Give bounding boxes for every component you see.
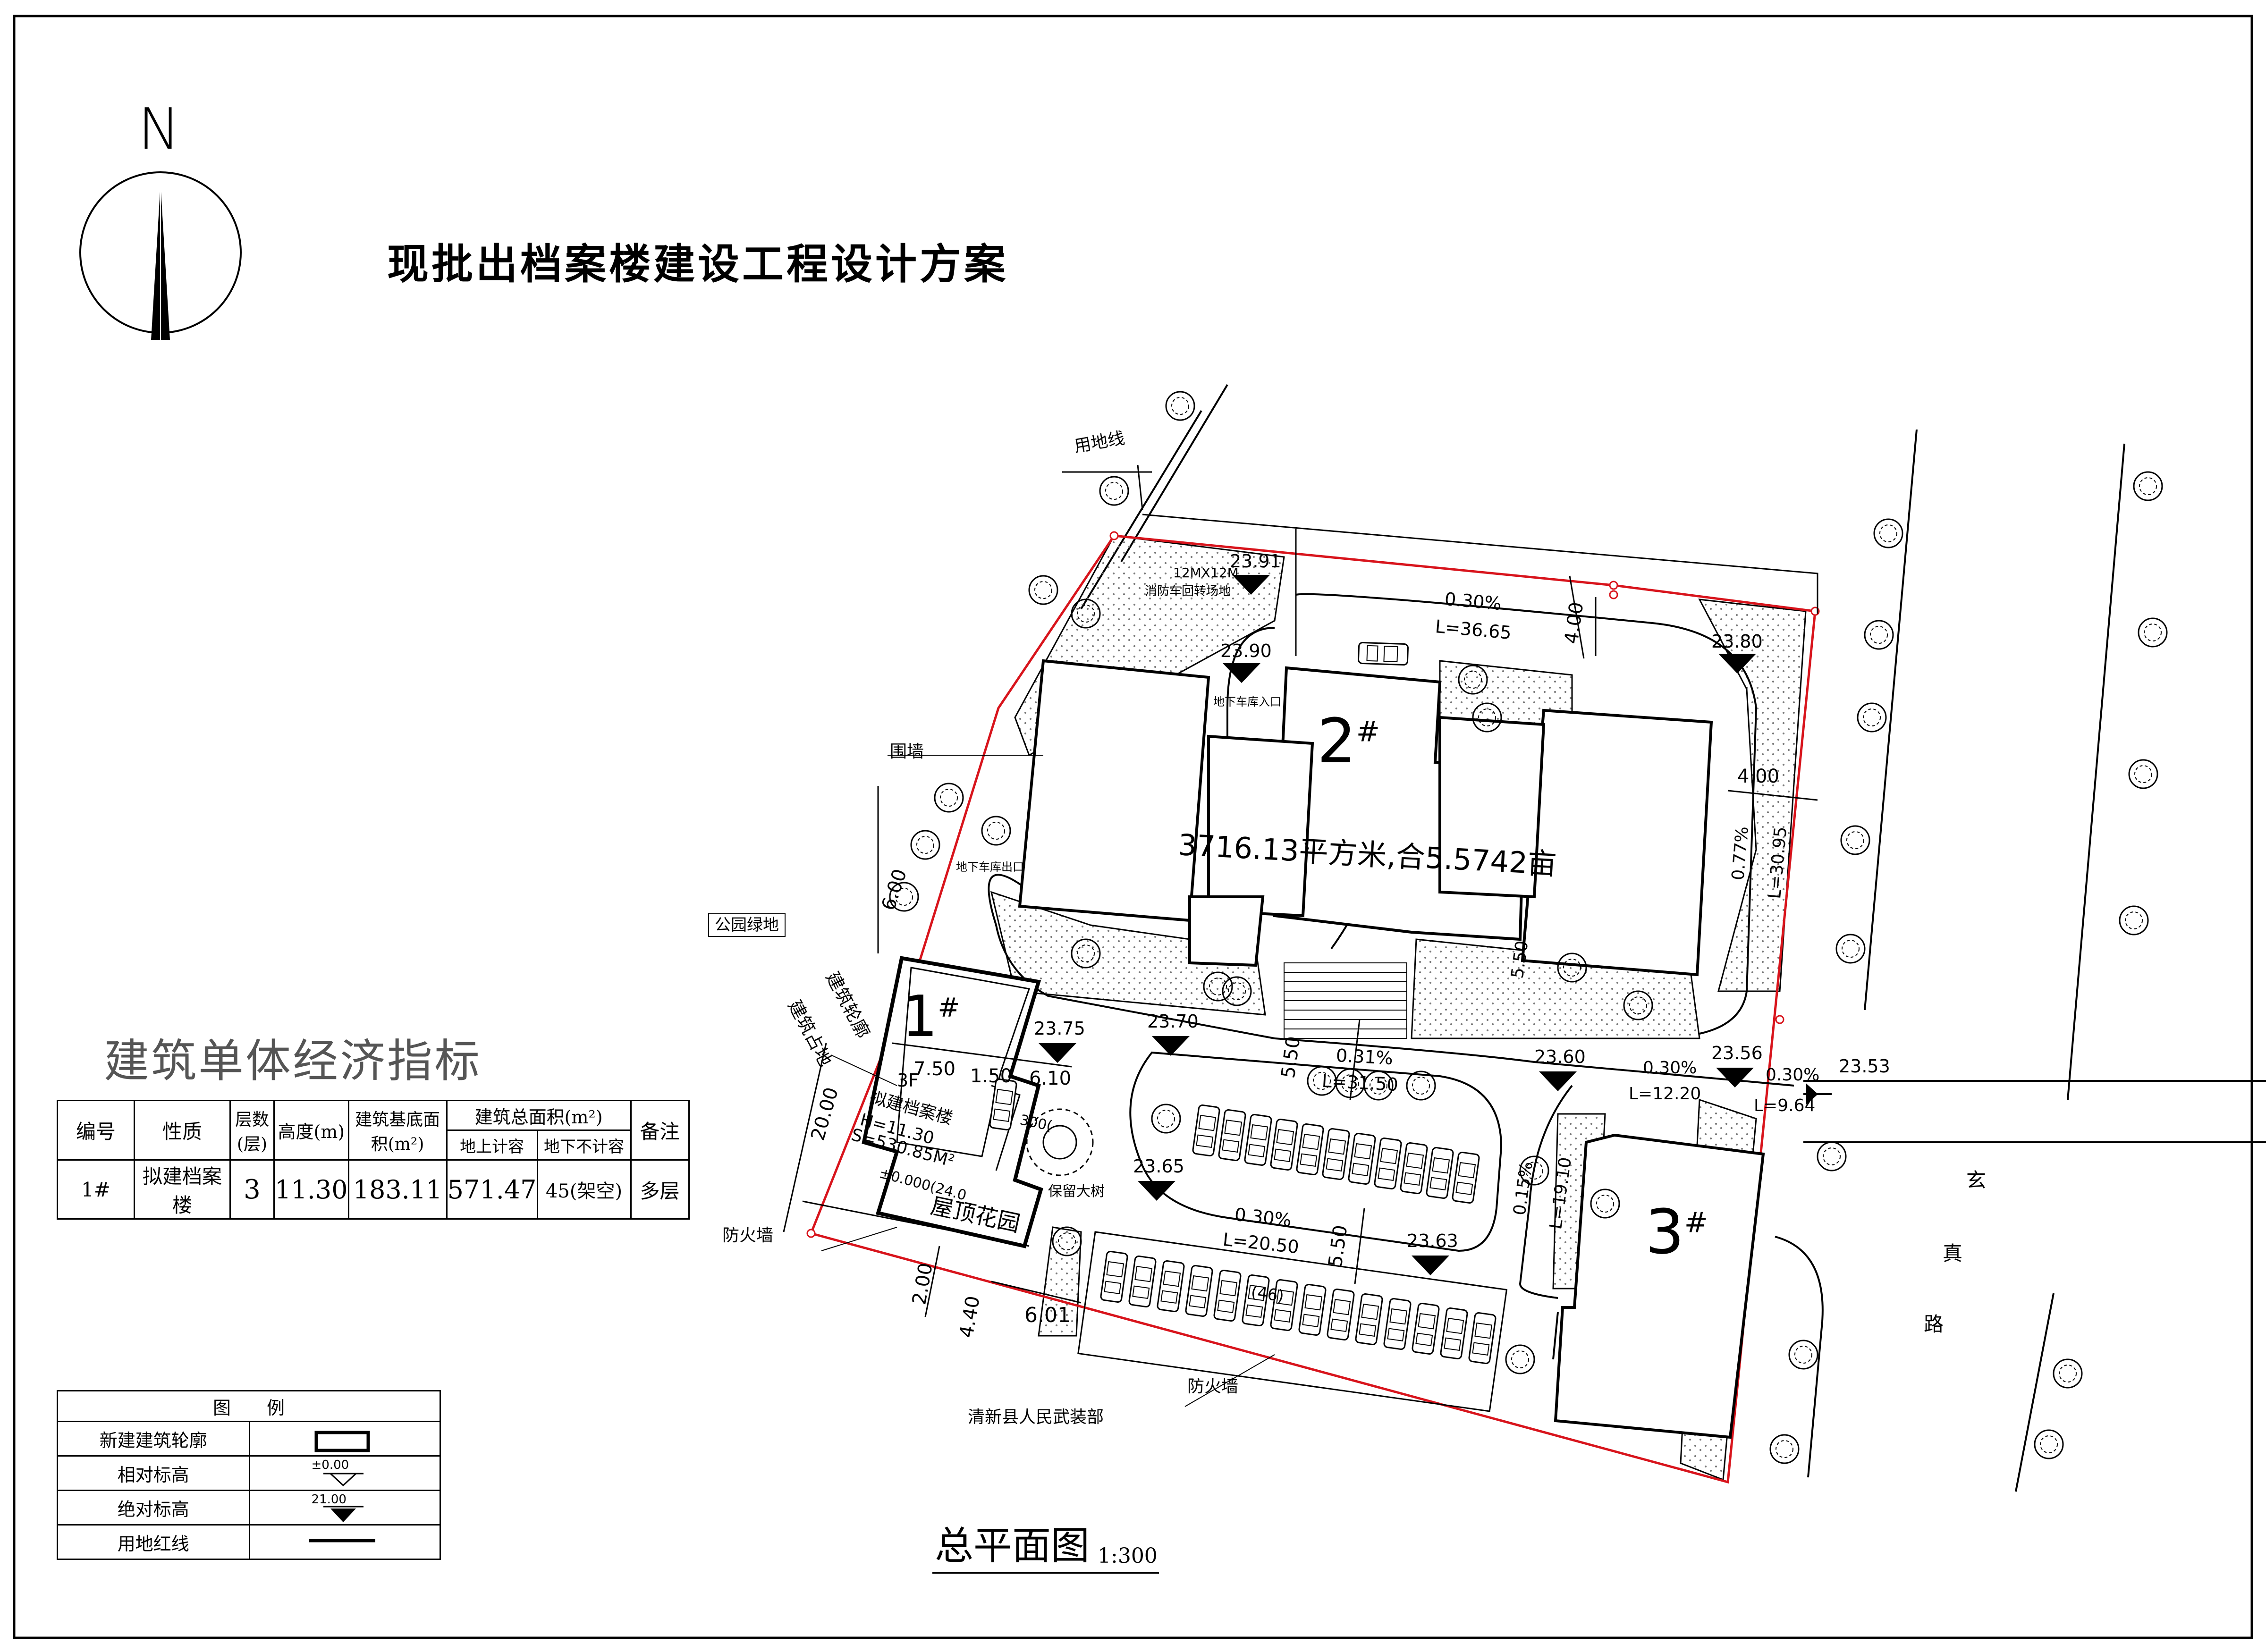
econ-cell-height: 11.30 bbox=[273, 1159, 349, 1220]
legend-cell-outline bbox=[248, 1421, 441, 1457]
dim-400b: 4.00 bbox=[1737, 766, 1780, 787]
elevation-10: 23.65 bbox=[1133, 1156, 1184, 1177]
econ-cell-remark: 多层 bbox=[630, 1159, 690, 1220]
slope-3-length: L=31.50 bbox=[1321, 1070, 1399, 1096]
econ-header-below: 地下不计容 bbox=[536, 1129, 632, 1161]
firewall-label-1: 防火墙 bbox=[722, 1226, 774, 1245]
econ-header-floors: 层数(层) bbox=[229, 1100, 275, 1161]
fence-label: 围墙 bbox=[890, 742, 924, 761]
building-3 bbox=[1554, 1133, 1765, 1439]
legend-title: 图 例 bbox=[57, 1390, 441, 1422]
dim-550b: 5.50 bbox=[1324, 1223, 1352, 1269]
turn-area-label-2: 消防车回转场地 bbox=[1145, 584, 1231, 598]
floors-label: 3F bbox=[897, 1070, 919, 1091]
elevation-7: 23.56 bbox=[1711, 1043, 1763, 1063]
basement-entry-label: 地下车库入口 bbox=[1213, 695, 1281, 708]
building-1-number: 1# bbox=[902, 984, 960, 1050]
roads bbox=[1080, 384, 2266, 1492]
legend-absolute-value: 21.00 bbox=[311, 1492, 347, 1507]
econ-header-nature: 性质 bbox=[134, 1100, 231, 1161]
elevation-5: 23.70 bbox=[1147, 1011, 1199, 1032]
legend-relative-value: ±0.00 bbox=[311, 1458, 349, 1472]
leader-lines bbox=[821, 755, 1275, 1407]
econ-header-base-area: 建筑基底面积(m²) bbox=[347, 1100, 448, 1161]
econ-header-remark: 备注 bbox=[630, 1100, 690, 1161]
econ-cell-base-area: 183.11 bbox=[347, 1159, 448, 1220]
slope-6: 0.30% bbox=[1234, 1204, 1293, 1231]
basement-exit-label: 地下车库出口 bbox=[956, 860, 1024, 874]
plan-title: 总平面图 bbox=[935, 1524, 1090, 1568]
econ-title: 建筑单体经济指标 bbox=[104, 1035, 482, 1087]
parking-upper bbox=[1192, 1104, 1480, 1205]
econ-cell-above: 571.47 bbox=[446, 1159, 538, 1220]
econ-header-no: 编号 bbox=[57, 1100, 135, 1161]
plan-scale: 1:300 bbox=[1098, 1544, 1158, 1568]
elevation-2: 23.90 bbox=[1220, 641, 1272, 661]
dim-750: 7.50 bbox=[913, 1058, 956, 1080]
slope-1: 0.30% bbox=[1444, 588, 1503, 615]
slope-5: 0.30% bbox=[1766, 1065, 1820, 1085]
legend-cell-absolute: 21.00 bbox=[248, 1490, 441, 1526]
road-name-1: 玄 bbox=[1966, 1169, 1987, 1192]
page-border bbox=[13, 15, 2253, 1639]
building-2 bbox=[1018, 659, 1713, 977]
slope-4: 0.30% bbox=[1643, 1058, 1697, 1078]
slope-5-length: L=9.64 bbox=[1754, 1096, 1816, 1115]
neighbor-label: 清新县人民武装部 bbox=[968, 1408, 1104, 1427]
legend-label-relative: 相对标高 bbox=[57, 1455, 250, 1491]
econ-header-above: 地上计容 bbox=[446, 1129, 538, 1161]
elevation-4: 23.75 bbox=[1034, 1018, 1085, 1039]
keep-tree-symbol bbox=[1026, 1108, 1094, 1176]
slope-4-length: L=12.20 bbox=[1629, 1084, 1701, 1104]
econ-cell-floors: 3 bbox=[229, 1159, 275, 1220]
turn-area-label-1: 12MX12M bbox=[1173, 565, 1239, 581]
legend-cell-relative: ±0.00 bbox=[248, 1455, 441, 1491]
econ-cell-nature: 拟建档案楼 bbox=[134, 1159, 231, 1220]
legend-cell-redline bbox=[248, 1524, 441, 1560]
park-green-label: 公园绿地 bbox=[708, 913, 786, 937]
econ-cell-no: 1# bbox=[57, 1159, 135, 1220]
dim-400a: 4.00 bbox=[1560, 600, 1588, 646]
building-3-number: 3# bbox=[1645, 1196, 1708, 1268]
econ-cell-below: 45(架空) bbox=[536, 1159, 632, 1220]
slope-3: 0.31% bbox=[1335, 1045, 1394, 1069]
elevation-1: 23.91 bbox=[1230, 551, 1281, 572]
firewall-label-2: 防火墙 bbox=[1187, 1377, 1239, 1396]
plan-title-underline bbox=[932, 1572, 1159, 1574]
north-arrow bbox=[79, 171, 242, 340]
econ-table: 编号 性质 层数(层) 高度(m) 建筑基底面积(m²) 建筑总面积(m²) 备… bbox=[57, 1100, 690, 1220]
dim-550a: 5.50 bbox=[1277, 1035, 1305, 1080]
road-name-2: 真 bbox=[1943, 1242, 1963, 1265]
elevation-9: 23.63 bbox=[1407, 1231, 1458, 1251]
econ-header-height: 高度(m) bbox=[273, 1100, 349, 1161]
elevation-3: 23.80 bbox=[1711, 631, 1763, 652]
dimension-lines bbox=[783, 464, 1818, 1317]
econ-header-total-area: 建筑总面积(m²) bbox=[446, 1100, 632, 1131]
north-label: N bbox=[138, 97, 180, 162]
legend-label-redline: 用地红线 bbox=[57, 1524, 250, 1560]
road-name-3: 路 bbox=[1924, 1313, 1944, 1336]
dim-601: 6.01 bbox=[1024, 1303, 1071, 1327]
building-2-number: 2# bbox=[1317, 705, 1380, 777]
parking-mid-label: (46) bbox=[1250, 1282, 1285, 1306]
building-1 bbox=[862, 956, 1043, 1248]
drawing-title: 现批出档案楼建设工程设计方案 bbox=[387, 239, 1009, 288]
dim-150: 1.50 bbox=[970, 1065, 1013, 1087]
dim-610: 6.10 bbox=[1029, 1068, 1072, 1089]
fence-line bbox=[1142, 514, 1818, 614]
legend-table: 图 例 新建建筑轮廓 相对标高 ±0.00 绝对标高 21.00 用地红线 bbox=[57, 1390, 441, 1560]
legend-label-absolute: 绝对标高 bbox=[57, 1490, 250, 1526]
slope-2: 0.77% bbox=[1728, 826, 1753, 881]
elevation-8: 23.53 bbox=[1839, 1056, 1890, 1077]
elevation-6: 23.60 bbox=[1534, 1046, 1586, 1067]
keep-tree-label: 保留大树 bbox=[1048, 1183, 1105, 1200]
legend-label-outline: 新建建筑轮廓 bbox=[57, 1421, 250, 1457]
building-2-stairs bbox=[1284, 962, 1407, 1039]
elevation-marker-2353 bbox=[1803, 1083, 1832, 1105]
